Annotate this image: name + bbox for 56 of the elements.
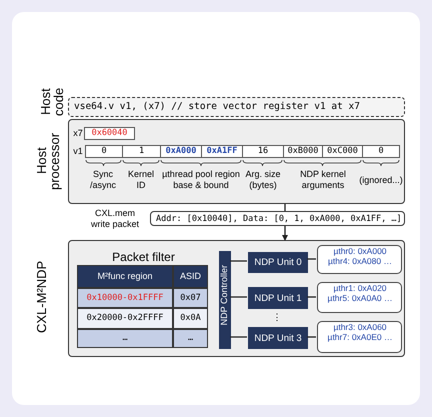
register-value: 0x60040 [84,127,135,140]
callout-text: µthr0: 0xA000 µthr4: 0xA080 … [327,247,393,266]
controller-bar [219,251,231,349]
connector-line [230,296,247,298]
unit-text: NDP Unit 1 [254,292,302,304]
section-heading: Host processor [35,131,61,192]
field-caption: NDP kernel arguments [299,168,347,192]
callout-bubble [317,245,402,274]
register-name: v1 [72,145,84,158]
table-cell: 0x07 [173,288,208,308]
table-cell: … [77,329,173,348]
register-value: 0xC000 [322,145,363,158]
field-caption: Kernel ID [126,168,155,192]
register-value: 0xA000 [160,145,202,158]
connector-line [307,336,316,338]
table-cell: 0x0A [173,308,208,329]
register-name: x7 [72,127,84,140]
packet-caption: CXL.mem write packet [90,207,140,231]
register-value: 16 [242,145,284,158]
table-cell: 0x10000-0x1FFFF [77,288,173,308]
register-value: 0 [85,145,123,158]
callout-bubble [317,321,402,353]
unit-text: NDP Unit 3 [254,332,302,344]
controller-text: NDP Controller [220,265,229,326]
ellipsis-mark: ⋮ [272,310,282,324]
arrow [282,226,288,241]
register-value: 0 [362,145,400,158]
field-caption: µthread pool region base & bound [161,168,241,192]
register-value: 0xB000 [283,145,323,158]
connector-line [230,336,247,338]
table-cell: … [173,329,208,348]
section-heading: CXL-M²NDP [35,260,48,336]
connector-line [307,296,316,298]
register-value: 1 [122,145,161,158]
code-text: vse64.v v1, (x7) // store vector register v1 at x7 [74,101,360,112]
table-title: Packet filter [111,250,176,264]
table-cell: 0x20000-0x2FFFF [77,308,173,329]
field-caption: Sync /async [88,168,117,192]
connector-line [284,204,286,211]
unit-box [248,327,308,349]
unit-text: NDP Unit 0 [254,257,302,268]
register-value: 0xA1FF [201,145,243,158]
callout-text: µthr3: 0xA060 µthr7: 0xA0E0 … [326,323,394,342]
table-header: M²func region [77,265,173,288]
connector-line [230,260,247,262]
callout-text: µthr1: 0xA020 µthr5: 0xA0A0 … [326,284,394,303]
connector-line [307,258,316,260]
unit-box [248,287,308,309]
field-caption: Arg. size (bytes) [244,168,282,192]
packet-text: Addr: [0x10040], Data: [0, 1, 0xA000, 0xA1FF, …] [156,214,402,224]
field-caption: (ignored...) [358,174,404,187]
packet-box [150,211,405,226]
unit-box [248,252,308,273]
callout-bubble [317,282,402,313]
section-heading: Host code [39,86,65,118]
table-header: ASID [173,265,208,288]
